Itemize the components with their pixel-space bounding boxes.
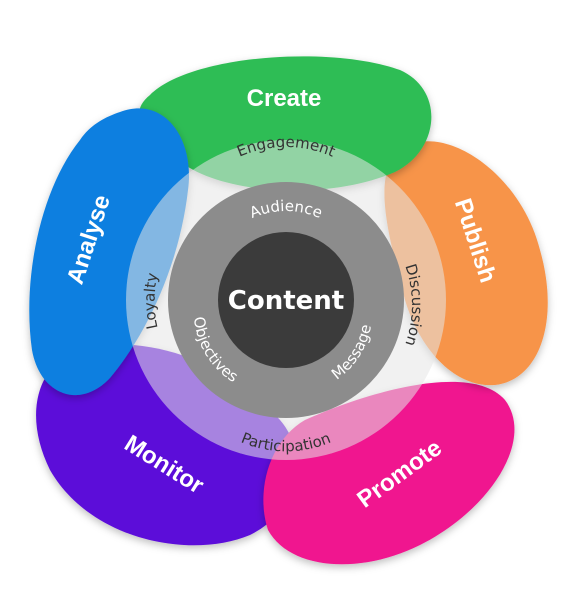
core-circle — [218, 232, 354, 368]
petal-create[interactable] — [138, 56, 432, 191]
petal-analyse[interactable] — [29, 108, 190, 396]
center-label: Content — [228, 286, 344, 316]
petal-label-create: Create — [247, 85, 322, 112]
ring-label-loyalty: Loyalty — [140, 271, 161, 331]
